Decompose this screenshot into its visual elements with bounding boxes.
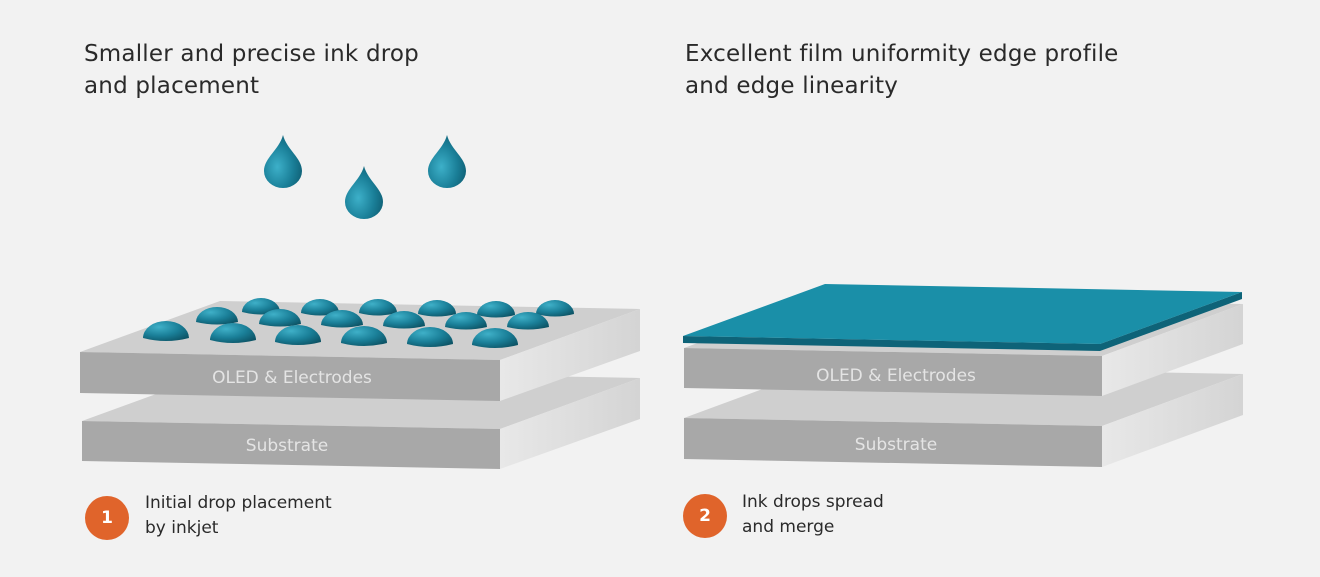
- ink-dome: [359, 299, 397, 316]
- panel-2-ink-film: [683, 284, 1242, 351]
- step-1-badge: 1: [85, 496, 129, 540]
- step-2-caption-line-2: and merge: [742, 517, 835, 537]
- ink-dome: [259, 309, 301, 327]
- ink-dome: [536, 300, 574, 317]
- ink-dome: [275, 325, 321, 345]
- panel-2-ink-film-top: [683, 284, 1242, 344]
- ink-dome: [242, 298, 280, 315]
- ink-dome: [301, 299, 339, 316]
- panel-1-substrate-side-face: [500, 378, 640, 469]
- ink-dome: [418, 300, 456, 317]
- panel-1-heading-line-2: and placement: [84, 73, 260, 99]
- panel-1-ink-drops-on-surface: [143, 298, 574, 348]
- panel-2-heading: Excellent film uniformity edge profile a…: [685, 38, 1119, 102]
- ink-dome: [210, 323, 256, 343]
- panel-2-substrate-label: Substrate: [855, 435, 937, 455]
- falling-ink-drop: [345, 166, 383, 219]
- step-1-caption-line-2: by inkjet: [145, 518, 219, 538]
- ink-dome: [477, 301, 515, 318]
- ink-dome: [321, 310, 363, 328]
- panel-1-substrate-label: Substrate: [246, 436, 328, 456]
- falling-ink-drop: [264, 135, 302, 188]
- falling-ink-drop: [428, 135, 466, 188]
- panel-2-heading-line-1: Excellent film uniformity edge profile: [685, 41, 1119, 67]
- panel-2-oled-front-face: [684, 348, 1102, 396]
- ink-dome: [341, 326, 387, 346]
- panel-1-falling-ink-drops: [264, 135, 466, 219]
- panel-2-heading-line-2: and edge linearity: [685, 73, 899, 99]
- step-2-badge: 2: [683, 494, 727, 538]
- step-1-caption-line-1: Initial drop placement: [145, 493, 332, 513]
- panel-1-oled-side-face: [500, 309, 640, 401]
- panel-2-substrate-side-face: [1102, 374, 1243, 467]
- ink-dome: [143, 321, 189, 341]
- panel-1-heading: Smaller and precise ink drop and placeme…: [84, 38, 419, 102]
- panel-1-oled-label: OLED & Electrodes: [212, 368, 372, 388]
- ink-dome: [196, 307, 238, 325]
- panel-2-substrate-front-face: [684, 418, 1102, 467]
- panel-1-oled-front-face: [80, 352, 500, 401]
- ink-dome: [383, 311, 425, 329]
- panel-2-ink-film-side: [1100, 292, 1242, 351]
- panel-2-layer-stack: [683, 284, 1243, 467]
- ink-dome: [407, 327, 453, 347]
- panel-1-heading-line-1: Smaller and precise ink drop: [84, 41, 419, 67]
- panel-1-substrate-front-face: [82, 421, 500, 469]
- panel-2-oled-label: OLED & Electrodes: [816, 366, 976, 386]
- step-2-caption: Ink drops spread and merge: [742, 490, 884, 540]
- panel-2-oled-side-face: [1102, 304, 1243, 396]
- ink-dome: [472, 328, 518, 348]
- step-2-caption-line-1: Ink drops spread: [742, 492, 884, 512]
- ink-dome: [507, 312, 549, 330]
- panel-2-ink-film-front: [683, 336, 1100, 351]
- step-1-caption: Initial drop placement by inkjet: [145, 491, 332, 541]
- ink-dome: [445, 312, 487, 330]
